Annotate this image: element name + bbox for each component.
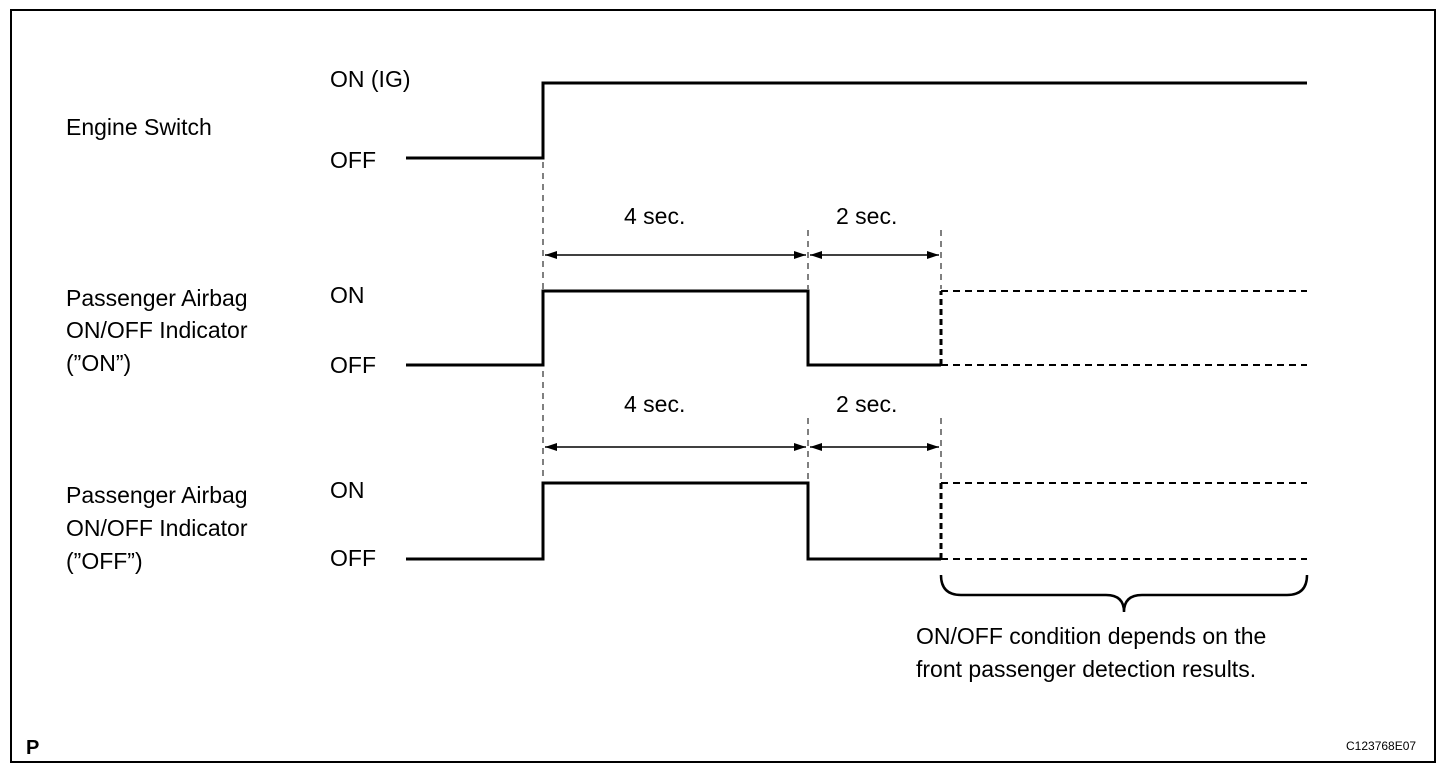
indicator-off-on-label: ON <box>330 477 365 503</box>
duration-4sec-upper: 4 sec. <box>624 203 686 229</box>
indicator-off-label-line3: (”OFF”) <box>66 548 143 574</box>
indicator-on-on-label: ON <box>330 282 365 308</box>
diagram-frame <box>10 9 1436 763</box>
indicator-on-off-label: OFF <box>330 352 376 378</box>
corner-label: P <box>26 737 40 759</box>
indicator-off-waveform <box>406 481 941 561</box>
note-line1: ON/OFF condition depends on the <box>916 623 1267 649</box>
indicator-off-label-line2: ON/OFF Indicator <box>66 515 248 541</box>
duration-4sec-lower: 4 sec. <box>624 391 686 417</box>
engine-switch-waveform <box>406 81 1307 160</box>
engine-switch-off-label: OFF <box>330 147 376 173</box>
engine-switch-on-label: ON (IG) <box>330 66 411 92</box>
indicator-on-label-line3: (”ON”) <box>66 350 132 376</box>
note-line2: front passenger detection results. <box>916 656 1257 682</box>
indicator-off-label-line1: Passenger Airbag <box>66 482 248 508</box>
engine-switch-label: Engine Switch <box>66 114 212 140</box>
duration-2sec-lower: 2 sec. <box>836 391 898 417</box>
indicator-on-waveform <box>406 289 941 367</box>
figure-code: C123768E07 <box>1346 739 1417 753</box>
duration-2sec-upper: 2 sec. <box>836 203 898 229</box>
indicator-off-off-label: OFF <box>330 545 376 571</box>
indicator-on-label-line2: ON/OFF Indicator <box>66 317 248 343</box>
indicator-on-label-line1: Passenger Airbag <box>66 285 248 311</box>
condition-brace <box>939 574 1309 613</box>
